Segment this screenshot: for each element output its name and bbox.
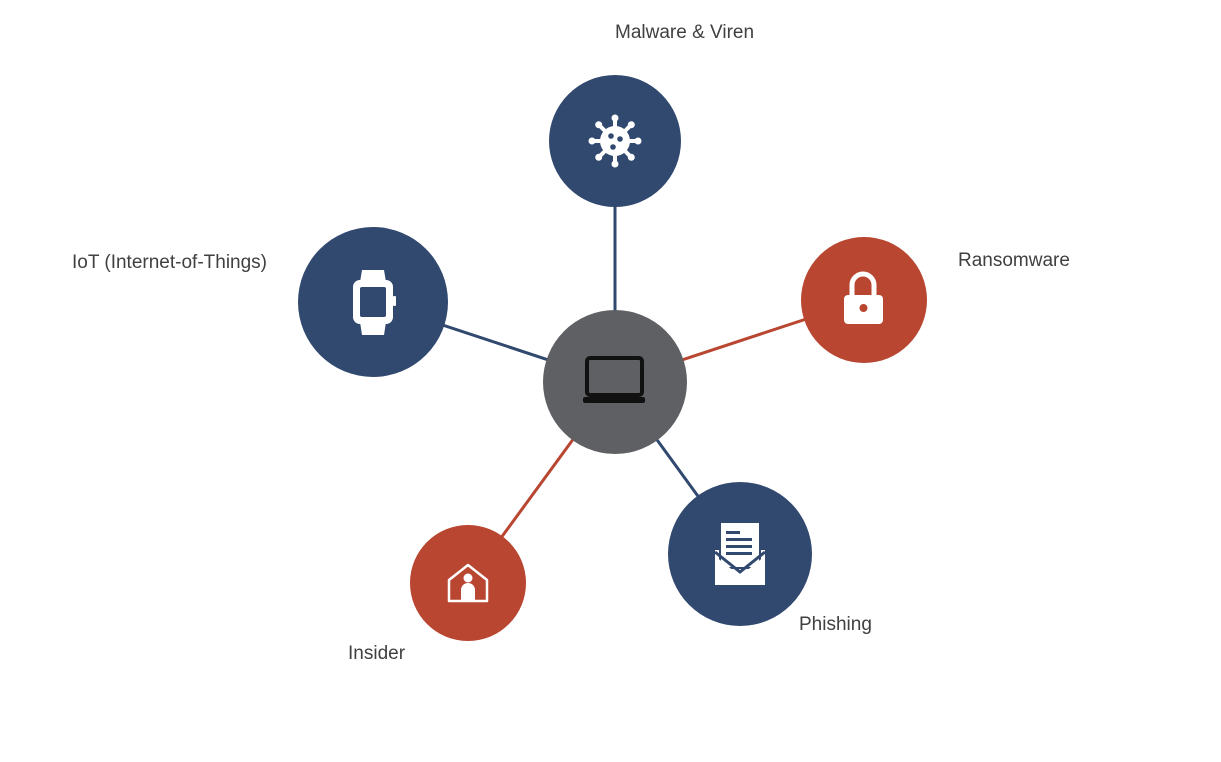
node-insider: [410, 525, 526, 641]
label-iot: IoT (Internet-of-Things): [72, 252, 268, 273]
lock-icon: [844, 271, 883, 324]
node-malware: [549, 75, 681, 207]
laptop-icon: [583, 356, 645, 403]
label-insider: Insider: [348, 643, 406, 664]
node-ransom: [801, 237, 927, 363]
label-phishing: Phishing: [799, 614, 872, 635]
virus-icon: [588, 114, 642, 168]
label-malware: Malware & Viren: [615, 22, 755, 43]
center-node: [543, 310, 687, 454]
smartwatch-icon: [353, 270, 396, 335]
mail-letter-icon: [714, 521, 766, 585]
label-ransomware: Ransomware: [958, 250, 1070, 271]
node-phishing: [668, 482, 812, 626]
house-person-icon: [447, 563, 489, 603]
node-iot: [298, 227, 448, 377]
